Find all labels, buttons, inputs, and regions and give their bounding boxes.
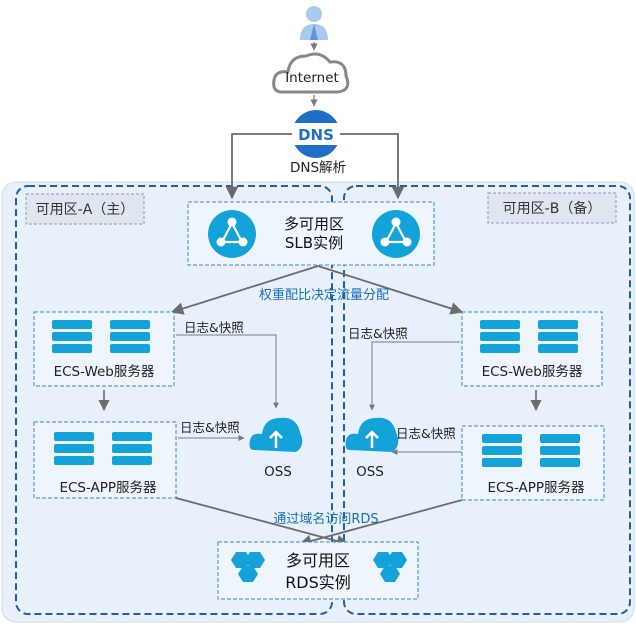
internet-label: Internet [285,70,339,86]
zone-a-frame [15,185,333,615]
edge-slb-to-web-b [317,265,464,315]
zone-a-label: 可用区-A（主） [36,202,135,218]
oss-icon-a [249,417,303,452]
ecs-app-a-label: ECS-APP服务器 [59,480,157,496]
ecs-web-b-label: ECS-Web服务器 [482,364,583,380]
log-label-web-a: 日志&快照 [184,320,244,335]
cloud-icon [272,52,350,94]
ecs-app-b-label: ECS-APP服务器 [487,480,585,496]
zone-b-label-box [487,192,617,224]
edge-slb-to-web-a [170,265,319,315]
region-background [1,181,635,623]
slb-title-line1: 多可用区 [284,215,344,233]
ecs-web-a-label: ECS-Web服务器 [54,364,155,380]
domain-access-label: 通过域名访问RDS [273,511,378,527]
edge-web-b-to-oss-b [369,341,460,411]
weight-label: 权重配比决定流量分配 [259,287,389,303]
slb-icon-a [208,210,256,258]
slb-title-line2: SLB实例 [285,234,343,252]
rds-title-line2: RDS实例 [285,573,351,592]
rds-icon-b [373,552,407,582]
edge-app-a-to-rds [175,497,350,548]
zone-a-label-box [25,193,145,225]
server-icon-app-a [54,432,152,465]
edge-dns-to-slb-a [225,133,292,200]
slb-icon-b [372,210,420,258]
dns-icon: DNS [290,110,342,158]
server-icon-app-b [482,434,580,467]
edge-dns-to-slb-b [340,133,405,200]
oss-a-label: OSS [264,464,292,480]
server-icon-web-b [480,320,578,353]
log-label-app-a: 日志&快照 [180,420,240,435]
zone-b-label: 可用区-B（备） [503,200,602,217]
server-icon-web-a [52,320,150,353]
rds-title-line1: 多可用区 [286,551,350,570]
edge-app-b-to-rds [298,499,463,548]
dns-badge-text: DNS [298,126,334,144]
edge-web-a-to-oss-a [176,334,279,409]
user-icon [300,6,328,40]
oss-icon-b [345,417,399,452]
dns-label: DNS解析 [290,160,346,176]
log-label-app-b: 日志&快照 [396,426,456,441]
log-label-web-b: 日志&快照 [348,326,408,341]
rds-icon-a [231,552,265,582]
oss-b-label: OSS [356,464,384,480]
